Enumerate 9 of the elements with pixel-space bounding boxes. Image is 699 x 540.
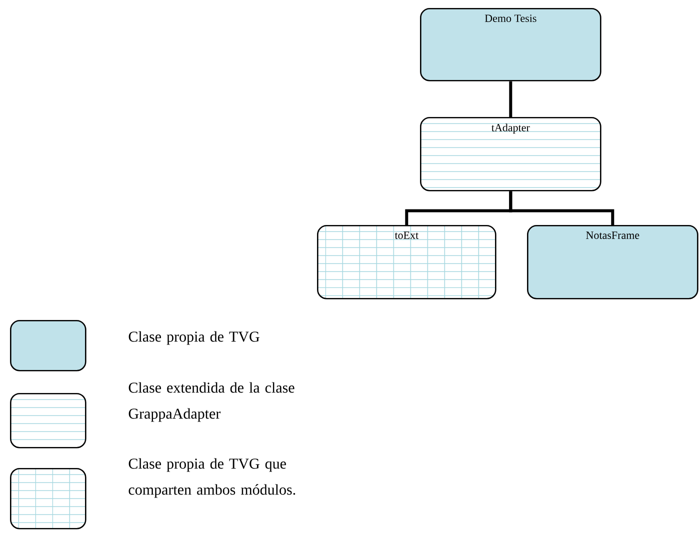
connector [509,191,614,225]
class-box: toExt [317,224,496,300]
legend-text: Clase propia de TVG que comparten ambos módulos. [128,458,296,498]
legend-text: Clase extendida de la clase GrappaAdapter [128,382,294,422]
class-box: tAdapter [420,117,602,192]
class-box: NotasFrame [527,224,698,300]
class-box: Demo Tesis [420,8,602,82]
connector [509,81,512,117]
legend-text: Clase propia de TVG [128,331,260,345]
